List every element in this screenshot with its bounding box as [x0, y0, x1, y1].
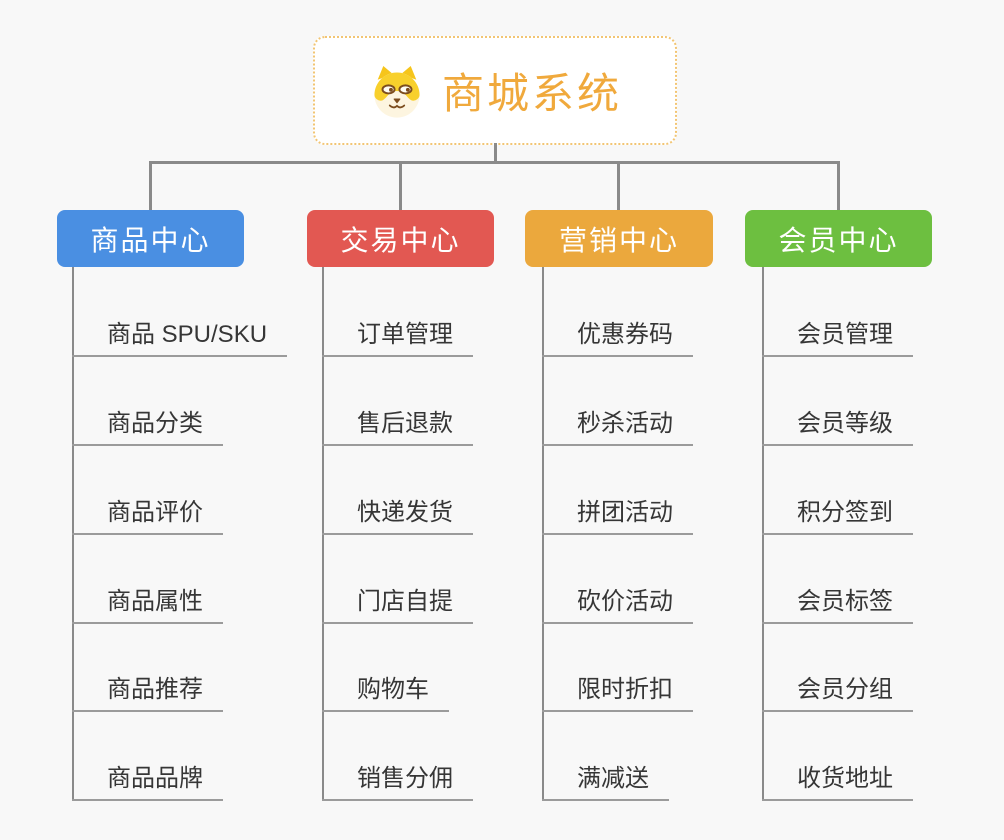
- branch-node-member-center[interactable]: 会员中心: [745, 210, 932, 267]
- connector-bus: [149, 161, 840, 164]
- branch-node-trade-center[interactable]: 交易中心: [307, 210, 494, 267]
- leaf-node[interactable]: 会员等级: [762, 409, 913, 446]
- connector-drop: [837, 162, 840, 210]
- leaf-node[interactable]: 满减送: [542, 764, 669, 801]
- leaf-node[interactable]: 售后退款: [322, 409, 473, 446]
- connector-drop: [399, 162, 402, 210]
- leaf-node[interactable]: 购物车: [322, 675, 449, 712]
- leaf-node[interactable]: 商品评价: [72, 498, 223, 535]
- connector-root-stem: [494, 143, 497, 164]
- dog-face-icon: [374, 65, 420, 118]
- connector-drop: [617, 162, 620, 210]
- leaf-node[interactable]: 商品 SPU/SKU: [72, 320, 288, 357]
- connector-drop: [149, 162, 152, 210]
- root-title: 商城系统: [441, 70, 622, 117]
- root-node[interactable]: 商城系统: [313, 36, 677, 145]
- leaf-node[interactable]: 会员管理: [762, 320, 913, 357]
- leaf-node[interactable]: 商品属性: [72, 587, 223, 624]
- leaf-node[interactable]: 限时折扣: [542, 675, 693, 712]
- branch-node-marketing-center[interactable]: 营销中心: [525, 210, 713, 267]
- branch-node-product-center[interactable]: 商品中心: [57, 210, 244, 267]
- leaf-node[interactable]: 收货地址: [762, 764, 913, 801]
- leaf-node[interactable]: 门店自提: [322, 587, 473, 624]
- leaf-node[interactable]: 优惠券码: [542, 320, 693, 357]
- leaf-node[interactable]: 会员标签: [762, 587, 913, 624]
- leaf-node[interactable]: 秒杀活动: [542, 409, 693, 446]
- leaf-node[interactable]: 商品品牌: [72, 764, 223, 801]
- leaf-node[interactable]: 订单管理: [322, 320, 473, 357]
- leaf-node[interactable]: 拼团活动: [542, 498, 693, 535]
- leaf-node[interactable]: 快递发货: [322, 498, 473, 535]
- leaf-node[interactable]: 销售分佣: [322, 764, 473, 801]
- leaf-node[interactable]: 积分签到: [762, 498, 913, 535]
- leaf-node[interactable]: 商品推荐: [72, 675, 223, 712]
- leaf-node[interactable]: 商品分类: [72, 409, 223, 446]
- leaf-node[interactable]: 会员分组: [762, 675, 913, 712]
- leaf-node[interactable]: 砍价活动: [542, 587, 693, 624]
